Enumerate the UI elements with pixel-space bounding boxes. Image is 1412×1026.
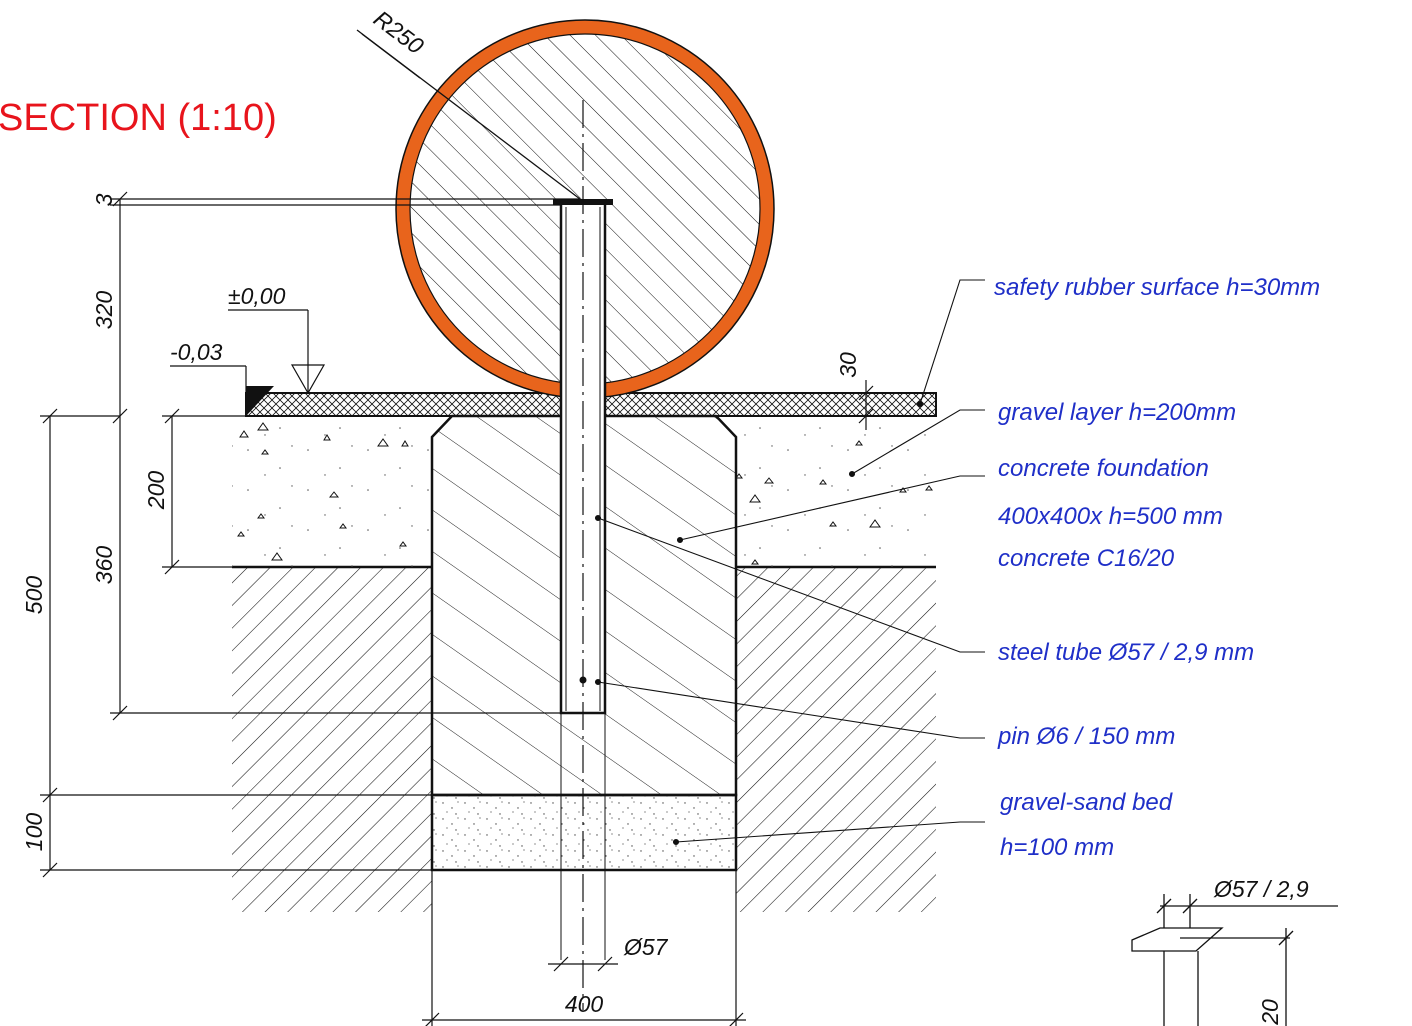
dim-400: 400 xyxy=(565,991,604,1017)
dim-100: 100 xyxy=(21,813,47,852)
detail-tube-label: Ø57 / 2,9 xyxy=(1213,876,1309,902)
radius-label: R250 xyxy=(369,5,429,59)
level-zero: ±0,00 xyxy=(228,283,286,309)
label-foundation-2: 400x400x h=500 mm xyxy=(998,503,1223,530)
section-title: SECTION (1:10) xyxy=(0,97,277,139)
dim-500: 500 xyxy=(21,576,47,615)
steel-tube xyxy=(553,100,613,1010)
gravel-sand-bed xyxy=(430,793,738,872)
label-foundation-1: concrete foundation xyxy=(998,455,1209,482)
dim-3: 3 xyxy=(91,193,117,206)
ground-hatching xyxy=(232,565,936,912)
dimension-lines xyxy=(40,191,936,1026)
level-markers: ±0,00 -0,03 xyxy=(170,283,326,416)
dim-57: Ø57 xyxy=(623,934,669,960)
gravel-layer xyxy=(232,415,936,567)
leader-lines xyxy=(594,279,985,846)
dim-30: 30 xyxy=(835,352,861,378)
dim-200: 200 xyxy=(143,471,169,511)
label-bed-2: h=100 mm xyxy=(1000,834,1114,861)
label-bed-1: gravel-sand bed xyxy=(1000,789,1173,816)
detail-dim-20: 20 xyxy=(1257,999,1283,1026)
tube-detail xyxy=(1131,894,1338,1026)
dim-360: 360 xyxy=(91,546,117,585)
label-gravel-layer: gravel layer h=200mm xyxy=(998,399,1236,426)
level-minus: -0,03 xyxy=(170,339,223,365)
label-pin: pin Ø6 / 150 mm xyxy=(997,723,1175,750)
dim-320: 320 xyxy=(91,291,117,330)
label-foundation-3: concrete C16/20 xyxy=(998,545,1175,572)
label-steel-tube: steel tube Ø57 / 2,9 mm xyxy=(998,639,1254,666)
label-rubber-surface: safety rubber surface h=30mm xyxy=(994,274,1320,301)
